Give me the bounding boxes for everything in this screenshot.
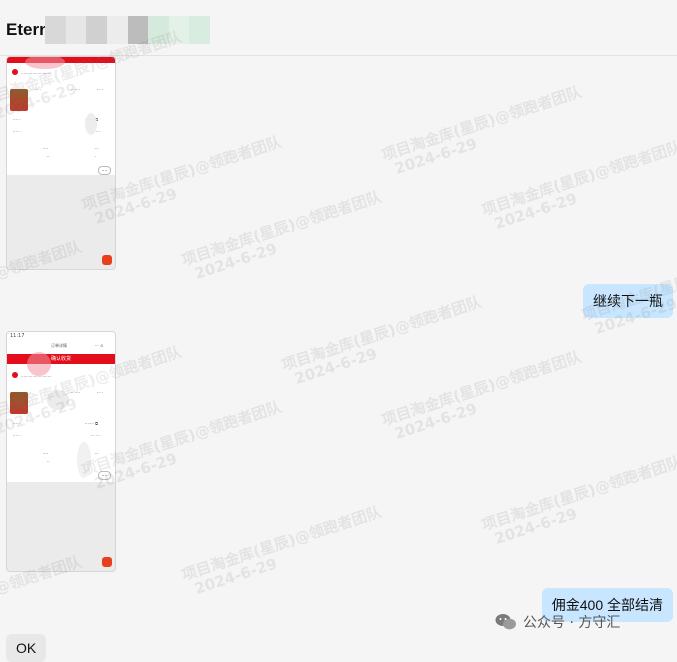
mosaic-block — [106, 16, 128, 44]
more-options-icon: ··· ⊙ — [95, 343, 104, 348]
product-spec: ·· ···· — [71, 390, 80, 395]
order-total-label: ···· — [43, 451, 49, 456]
message-bubble-sent[interactable]: 佣金400 全部结清 — [541, 588, 673, 622]
redaction-smudge — [77, 442, 91, 478]
image-message-order-screenshot-2[interactable]: 11:17 订单详情 ··· ⊙ 确认收货 ··················… — [6, 331, 116, 572]
footer-brand-text: 公众号 · 方守汇 — [523, 615, 621, 631]
order-action-button: ···· — [97, 471, 111, 480]
order-total-label: ···· — [43, 146, 49, 151]
status-time: 11:17 — [10, 333, 25, 339]
order-field-value: · — [95, 459, 97, 464]
mosaic-block — [168, 16, 190, 44]
redaction-smudge — [27, 352, 51, 376]
order-field-label: ···· · — [13, 117, 21, 122]
order-field-label: ·· — [47, 154, 50, 159]
status-tab-label: 确认收货 — [51, 356, 72, 362]
product-spec: ·· ···· — [71, 87, 80, 92]
footer-brand: 公众号 · 方守汇 — [495, 612, 620, 632]
mosaic-block — [148, 16, 169, 44]
mosaic-block — [86, 16, 107, 44]
redaction-smudge — [25, 57, 65, 69]
order-page-title: 订单详情 — [51, 343, 67, 348]
order-status-bar: 确认收货 — [7, 354, 115, 364]
redacted-name-mosaic — [45, 16, 210, 44]
order-address-line: ························ — [21, 374, 52, 379]
order-field-label: ···· · — [13, 433, 21, 438]
mosaic-block — [189, 16, 210, 44]
mosaic-block — [127, 16, 149, 44]
location-pin-icon — [12, 69, 18, 75]
redaction-smudge — [85, 113, 97, 135]
order-field-label: ···· · — [13, 129, 21, 134]
order-action-button: ···· — [97, 166, 111, 175]
location-pin-icon — [12, 372, 18, 378]
mosaic-block — [65, 16, 87, 44]
chat-title: Etern — [6, 20, 50, 39]
order-field-label: ·· — [47, 459, 50, 464]
order-time-value: ··· ··· — [91, 129, 100, 134]
message-bubble-sent[interactable]: 继续下一瓶 — [583, 284, 673, 318]
order-field-label: ···· · — [13, 421, 21, 426]
product-name: ··· · — [35, 87, 42, 92]
phone-status-bar: 11:17 — [7, 332, 115, 344]
order-address-line: ························ — [21, 71, 52, 76]
chat-header: Etern — [0, 0, 677, 56]
product-price: ··· · — [97, 87, 104, 92]
product-image — [10, 89, 28, 111]
product-image — [10, 392, 28, 414]
message-bubble-received[interactable]: OK — [6, 634, 47, 662]
order-time-value: ··· ··· — [91, 433, 100, 438]
order-total-value: ··· — [95, 146, 99, 151]
mosaic-block — [45, 16, 66, 44]
app-badge-icon — [102, 557, 112, 567]
image-message-order-screenshot-1[interactable]: ························ ··· · ·· ···· ·… — [6, 56, 116, 270]
redaction-smudge — [47, 390, 69, 410]
order-total-value: ··· — [95, 451, 99, 456]
order-number-value: ······· ⧉ — [85, 421, 99, 426]
product-price: ··· · — [97, 390, 104, 395]
wechat-official-account-icon — [495, 614, 516, 630]
order-field-value: · — [95, 154, 97, 159]
app-badge-icon — [102, 255, 112, 265]
